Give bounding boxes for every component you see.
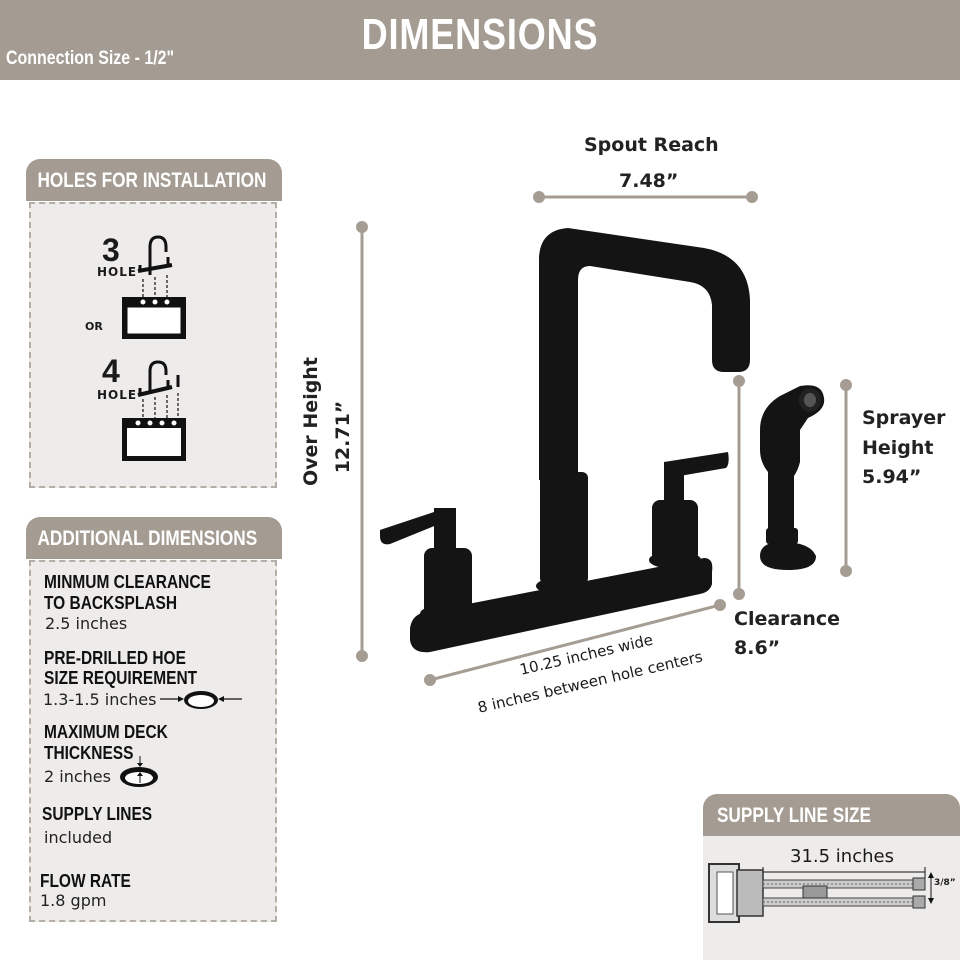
- deck-heading-1: MAXIMUM DECK: [44, 722, 168, 742]
- hole-size-heading-1: PRE-DRILLED HOE: [44, 648, 186, 668]
- connection-size: Connection Size - 1/2": [6, 48, 175, 69]
- faucet-body: [380, 228, 750, 653]
- three-hole-number: 3: [102, 232, 120, 268]
- clearance-value: 2.5 inches: [45, 614, 128, 633]
- clearance-label: Clearance: [734, 608, 841, 630]
- three-hole-label: HOLE: [97, 265, 138, 279]
- four-hole-faucet-icon: [137, 360, 180, 397]
- hose-connector-icon: [708, 863, 764, 923]
- four-hole-number: 4: [102, 353, 120, 389]
- over-height-value: 12.71”: [332, 400, 354, 474]
- side-sprayer: [760, 385, 825, 570]
- sprayer-height-value: 5.94”: [862, 466, 922, 488]
- supply-tab: SUPPLY LINE SIZE: [703, 794, 960, 836]
- clearance-heading-1: MINMUM CLEARANCE: [44, 572, 211, 592]
- holes-tab-label: HOLES FOR INSTALLATION: [37, 169, 267, 192]
- deck-heading-2: THICKNESS: [44, 743, 134, 763]
- supply-lines-value: included: [44, 828, 113, 847]
- supply-hose-diagram: [708, 863, 934, 923]
- braided-hose-icon: [762, 877, 926, 909]
- clearance-heading-2: TO BACKSPLASH: [44, 593, 178, 613]
- deck-value: 2 inches: [44, 767, 111, 786]
- hole-size-heading-2: SIZE REQUIREMENT: [44, 668, 198, 688]
- four-hole-sink-icon: [122, 393, 186, 461]
- or-label: OR: [85, 320, 103, 333]
- supply-diameter: 3/8”: [934, 878, 956, 888]
- page-title: DIMENSIONS: [361, 10, 599, 59]
- over-height-label: Over Height: [300, 357, 322, 486]
- header-bar: [0, 0, 960, 80]
- three-hole-faucet-icon: [137, 235, 173, 275]
- four-hole-label: HOLE: [97, 388, 138, 402]
- sink-hole-diagram: [122, 235, 186, 461]
- dimension-lines: [356, 191, 852, 686]
- hole-size-value: 1.3-1.5 inches: [43, 690, 157, 709]
- spout-reach-label: Spout Reach: [584, 134, 719, 156]
- spout-reach-value: 7.48”: [619, 170, 679, 192]
- flow-rate-value: 1.8 gpm: [40, 891, 107, 910]
- clearance-value-dim: 8.6”: [734, 637, 781, 659]
- additional-tab-label: ADDITIONAL DIMENSIONS: [37, 527, 258, 550]
- holes-tab: HOLES FOR INSTALLATION: [26, 159, 282, 201]
- three-hole-sink-icon: [122, 275, 186, 339]
- deck-thickness-icon: [120, 756, 158, 787]
- supply-tab-label: SUPPLY LINE SIZE: [716, 804, 872, 827]
- additional-tab: ADDITIONAL DIMENSIONS: [26, 517, 282, 559]
- flow-rate-heading: FLOW RATE: [40, 871, 131, 891]
- additional-panel: [29, 560, 277, 922]
- sprayer-label-2: Height: [862, 437, 934, 459]
- sprayer-label-1: Sprayer: [862, 407, 946, 429]
- supply-length: 31.5 inches: [790, 846, 894, 867]
- hole-ring-icon: [160, 691, 242, 709]
- supply-lines-heading: SUPPLY LINES: [42, 804, 153, 824]
